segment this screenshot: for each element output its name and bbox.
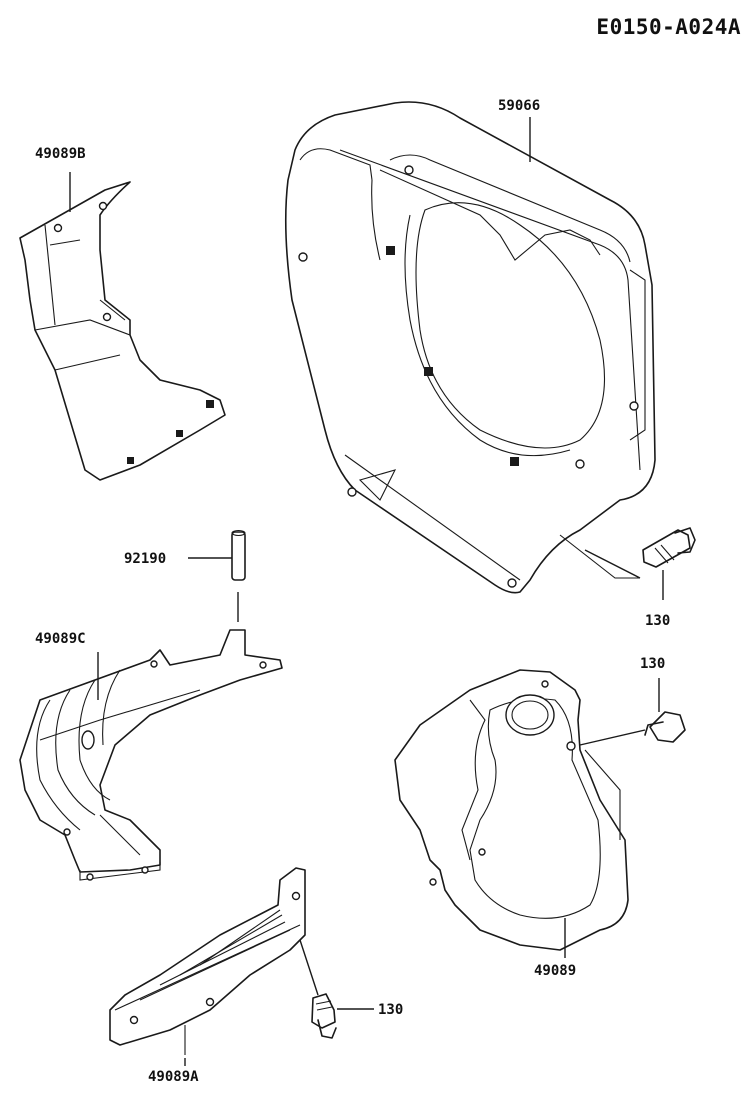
cover-a	[109, 867, 306, 1055]
label-bolt-top: 130	[645, 613, 670, 629]
bolt-low	[299, 939, 337, 1039]
diagram-id: E0150-A024A	[596, 15, 741, 39]
pin	[231, 529, 246, 622]
cover-main	[394, 669, 629, 951]
bolt-top	[584, 527, 696, 579]
label-cover-a: 49089A	[148, 1069, 199, 1085]
label-bolt-low: 130	[378, 1002, 403, 1018]
cover-b	[19, 181, 226, 481]
fan-shroud	[284, 101, 656, 594]
cover-c	[19, 629, 283, 881]
label-cover-main: 49089	[534, 963, 576, 979]
label-cover-b: 49089B	[35, 146, 86, 162]
bolt-mid	[579, 711, 686, 746]
label-cover-c: 49089C	[35, 631, 86, 647]
label-bolt-mid: 130	[640, 656, 665, 672]
label-fan-shroud: 59066	[498, 98, 540, 114]
label-pin: 92190	[124, 551, 166, 567]
